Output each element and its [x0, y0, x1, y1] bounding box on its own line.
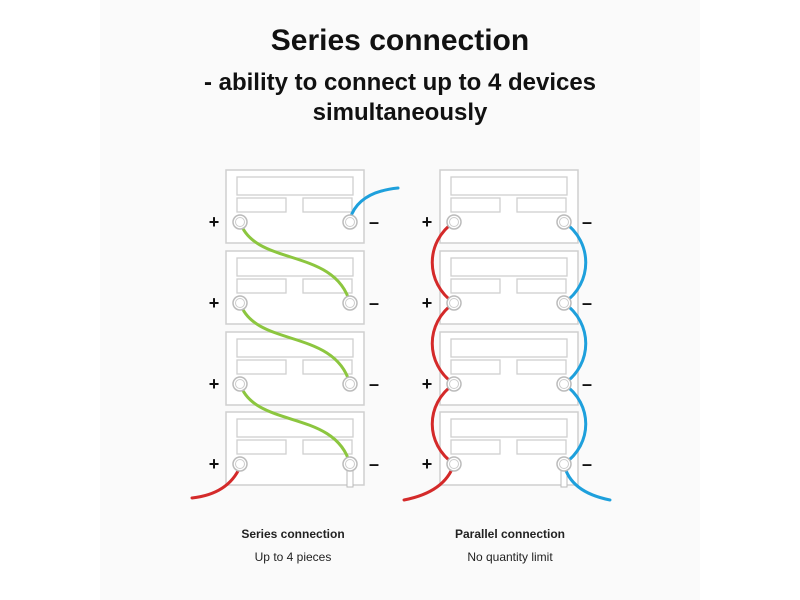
battery-label-small	[236, 197, 287, 213]
plus-sign: +	[209, 212, 220, 232]
minus-sign: –	[369, 374, 379, 394]
battery-label-small	[516, 278, 567, 294]
parallel-battery-3	[439, 331, 579, 406]
battery-case	[439, 331, 579, 406]
battery-case	[225, 331, 365, 406]
series-positive-terminal-inner	[235, 379, 245, 389]
parallel-positive-terminal-inner	[449, 217, 459, 227]
series-link-wire	[238, 382, 352, 466]
battery-label-small	[516, 359, 567, 375]
series-caption-title: Series connection	[241, 527, 345, 541]
battery-label-small	[450, 359, 501, 375]
minus-sign: –	[582, 293, 592, 313]
series-battery-3	[225, 331, 365, 406]
plus-sign: +	[422, 374, 433, 394]
parallel-battery-2	[439, 250, 579, 325]
parallel-positive-terminal-inner	[449, 298, 459, 308]
minus-sign: –	[582, 374, 592, 394]
battery-label-small	[236, 359, 287, 375]
series-negative-terminal-inner	[345, 217, 355, 227]
subtitle-line-1: - ability to connect up to 4 devices	[203, 69, 597, 96]
series-negative-wire	[348, 186, 400, 221]
battery-label-small	[450, 197, 501, 213]
battery-label-small	[236, 439, 287, 455]
minus-sign: –	[582, 454, 592, 474]
series-caption: Series connection Up to 4 pieces	[173, 527, 413, 564]
diagram-background	[100, 0, 700, 600]
battery-case	[439, 169, 579, 244]
battery-case	[439, 250, 579, 325]
series-battery-4	[225, 411, 365, 486]
series-negative-terminal-inner	[345, 459, 355, 469]
subtitle-line-2: simultaneously	[312, 99, 488, 126]
plus-sign: +	[422, 212, 433, 232]
series-positive-terminal-inner	[235, 459, 245, 469]
minus-sign: –	[369, 454, 379, 474]
plus-sign: +	[209, 293, 220, 313]
parallel-caption-title: Parallel connection	[454, 527, 566, 541]
parallel-negative-terminal-inner	[559, 459, 569, 469]
battery-label-small	[516, 439, 567, 455]
parallel-caption-text: No quantity limit	[467, 550, 553, 564]
series-battery-2	[225, 250, 365, 325]
plus-sign: +	[209, 374, 220, 394]
battery-label-bar	[236, 176, 354, 196]
battery-label-small	[302, 439, 353, 455]
series-positive-terminal-inner	[235, 298, 245, 308]
battery-case	[439, 411, 579, 486]
series-link-wire	[238, 301, 352, 386]
parallel-negative-terminal-inner	[559, 379, 569, 389]
parallel-negative-terminal-inner	[559, 298, 569, 308]
battery-label-bar	[450, 257, 568, 277]
battery-label-small	[302, 197, 353, 213]
parallel-negative-terminal-inner	[559, 217, 569, 227]
plus-sign: +	[422, 293, 433, 313]
minus-sign: –	[582, 212, 592, 232]
battery-case	[225, 250, 365, 325]
parallel-positive-terminal-inner	[449, 379, 459, 389]
series-terminal-stub	[346, 469, 354, 488]
minus-sign: –	[369, 293, 379, 313]
series-battery-1	[225, 169, 365, 244]
battery-label-small	[302, 278, 353, 294]
minus-sign: –	[369, 212, 379, 232]
series-positive-terminal-inner	[235, 217, 245, 227]
page-title: Series connection	[270, 24, 530, 57]
battery-label-bar	[450, 418, 568, 438]
battery-label-small	[236, 278, 287, 294]
parallel-battery-1	[439, 169, 579, 244]
battery-label-small	[450, 439, 501, 455]
parallel-battery-4	[439, 411, 579, 486]
series-link-wire	[238, 220, 352, 305]
battery-label-small	[516, 197, 567, 213]
plus-sign: +	[422, 454, 433, 474]
battery-label-small	[302, 359, 353, 375]
battery-case	[225, 411, 365, 486]
series-negative-terminal-inner	[345, 298, 355, 308]
battery-case	[225, 169, 365, 244]
parallel-positive-terminal-inner	[449, 459, 459, 469]
battery-label-bar	[450, 338, 568, 358]
page-subtitle: - ability to connect up to 4 devices sim…	[0, 68, 800, 128]
series-negative-terminal-inner	[345, 379, 355, 389]
battery-label-small	[450, 278, 501, 294]
parallel-caption: Parallel connection No quantity limit	[390, 527, 630, 564]
plus-sign: +	[209, 454, 220, 474]
series-caption-text: Up to 4 pieces	[254, 550, 332, 564]
battery-label-bar	[450, 176, 568, 196]
